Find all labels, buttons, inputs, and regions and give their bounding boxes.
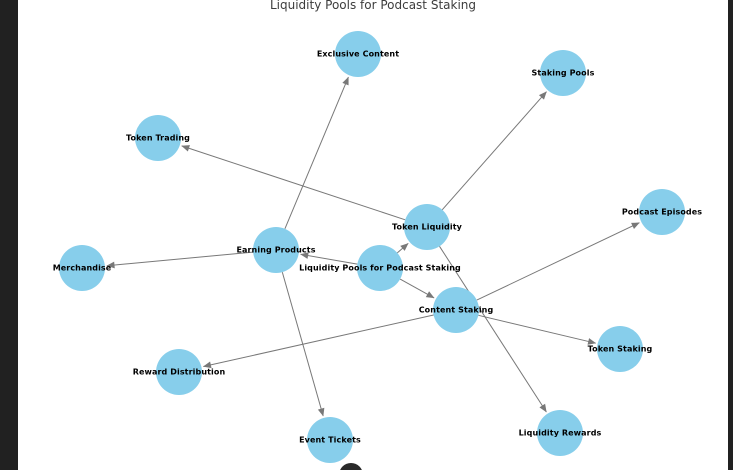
bottom-edge-partial-circle-icon — [339, 463, 363, 470]
chart-title: Liquidity Pools for Podcast Staking — [269, 0, 477, 12]
edge-earning-products-to-exclusive-content — [284, 76, 349, 229]
edge-earning-products-to-merchandise — [106, 251, 254, 269]
edge-content-staking-to-podcast-episodes — [476, 222, 640, 301]
screen-edge-right-bar — [728, 0, 733, 470]
edge-liquidity-pools-to-content-staking — [399, 278, 435, 299]
edge-content-staking-to-reward-distribution — [203, 314, 434, 369]
edge-token-liquidity-to-token-trading — [181, 145, 406, 221]
screen-edge-left-bar — [0, 0, 18, 470]
edge-liquidity-pools-to-token-liquidity — [396, 243, 409, 254]
edge-token-liquidity-to-liquidity-rewards — [439, 246, 547, 413]
edge-token-liquidity-to-staking-pools — [441, 91, 547, 211]
figure-area: Liquidity Pools for Podcast Staking — [18, 0, 728, 470]
edge-liquidity-pools-to-earning-products — [300, 252, 358, 265]
edge-content-staking-to-token-staking — [478, 314, 597, 345]
